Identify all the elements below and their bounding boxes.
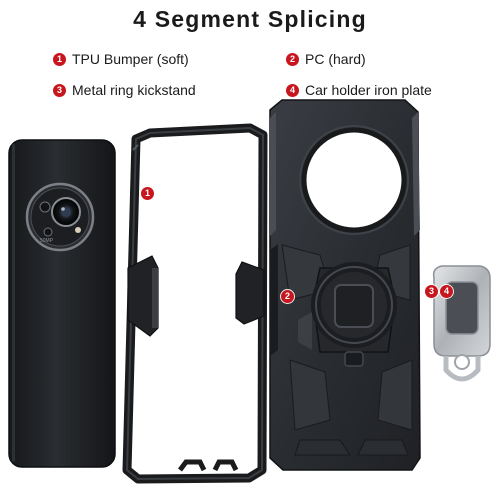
metal-ring-kickstand: [432, 265, 491, 382]
tpu-bumper-frame: [122, 123, 268, 484]
number-badge: 2: [281, 290, 294, 303]
legend-item-pc-shell: 2 PC (hard): [286, 49, 366, 69]
camera-cutout: [301, 127, 407, 233]
iron-plate: [445, 281, 479, 335]
phone-device: 50MP: [8, 139, 116, 468]
legend-label: Car holder iron plate: [305, 82, 432, 98]
callout-plate: 4: [440, 285, 453, 298]
number-badge: 4: [286, 83, 299, 97]
legend-item-metal-ring: 3 Metal ring kickstand: [53, 80, 196, 100]
pc-hard-shell: [269, 99, 421, 471]
number-badge: 1: [141, 187, 154, 200]
number-badge: 3: [425, 285, 438, 298]
page-title: 4 Segment Splicing: [133, 6, 367, 32]
callout-bumper: 1: [141, 187, 154, 200]
legend-item-tpu-bumper: 1 TPU Bumper (soft): [53, 49, 189, 69]
legend-item-car-holder-plate: 4 Car holder iron plate: [286, 80, 432, 100]
ring-holder: [311, 262, 397, 367]
legend-label: PC (hard): [305, 51, 366, 67]
camera-label: 50MP: [40, 238, 54, 244]
number-badge: 1: [53, 52, 66, 66]
number-badge: 4: [440, 285, 453, 298]
callout-ring: 3: [425, 285, 438, 298]
number-badge: 2: [286, 52, 299, 66]
number-badge: 3: [53, 83, 66, 97]
legend-label: TPU Bumper (soft): [72, 51, 189, 67]
callout-pc-shell: 2: [281, 290, 294, 303]
legend-label: Metal ring kickstand: [72, 82, 196, 98]
